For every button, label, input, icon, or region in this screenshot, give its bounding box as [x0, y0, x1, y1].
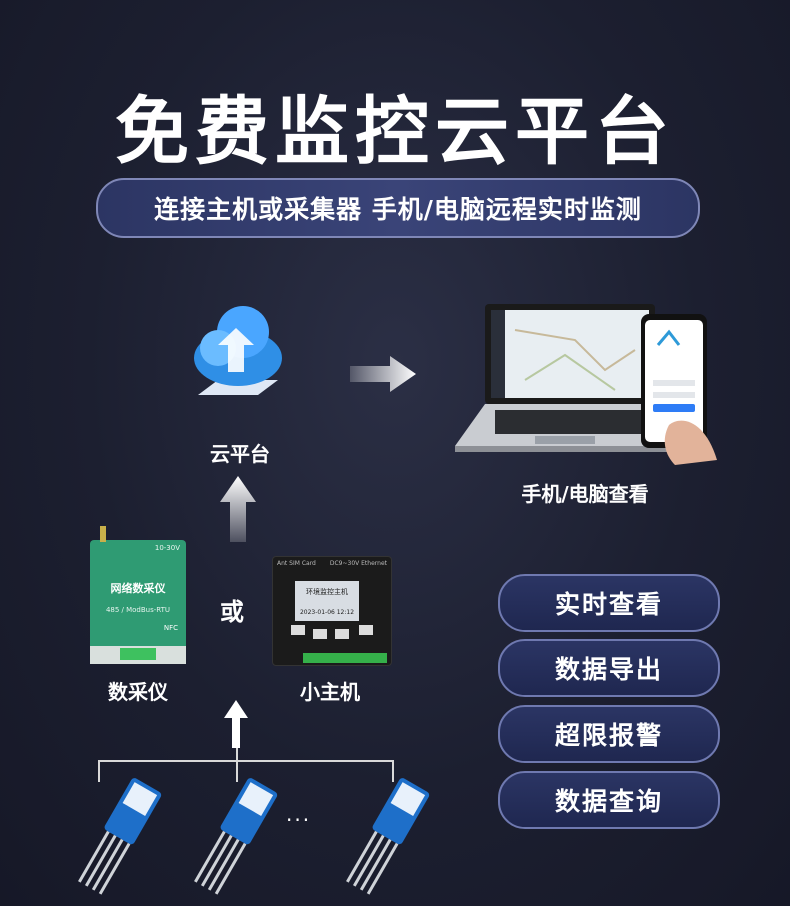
connector-drop-1 — [98, 760, 100, 782]
connector-line — [98, 760, 394, 762]
antenna — [100, 526, 106, 542]
host-key-2 — [313, 629, 327, 639]
feature-label: 数据导出 — [554, 655, 663, 684]
host-terminal — [303, 653, 387, 663]
host-key-3 — [335, 629, 349, 639]
sensor-probe-2 — [178, 768, 298, 898]
host-key-1 — [291, 625, 305, 635]
connector-drop-2 — [236, 748, 238, 782]
subtitle-banner: 连接主机或采集器 手机/电脑远程实时监测 — [96, 178, 700, 238]
cloud-icon — [188, 300, 288, 410]
nfc-text: NFC — [163, 624, 178, 632]
feature-limit-alarm: 超限报警 — [498, 705, 720, 763]
feature-realtime-view: 实时查看 — [498, 574, 720, 632]
arrow-right-icon — [350, 356, 416, 392]
collector-name: 网络数采仪 — [110, 582, 166, 595]
laptop-phone-image — [455, 300, 735, 470]
ellipsis-text: ... — [286, 802, 312, 826]
host-screen: 环境监控主机 2023-01-06 12:12 — [295, 581, 359, 621]
screen-date: 2023-01-06 12:12 — [299, 609, 355, 616]
host-device: Ant SIM Card DC9~30V Ethernet 环境监控主机 202… — [272, 556, 392, 666]
feature-label: 实时查看 — [554, 590, 663, 619]
feature-data-export: 数据导出 — [498, 639, 720, 697]
arrow-up-small-icon — [224, 700, 248, 748]
connector-drop-3 — [392, 760, 394, 782]
voltage-text: 10-30V — [154, 544, 180, 552]
collector-label: 数采仪 — [108, 680, 168, 704]
host-key-4 — [359, 625, 373, 635]
sensor-probe-1 — [62, 768, 182, 898]
feature-data-query: 数据查询 — [498, 771, 720, 829]
host-label: 小主机 — [300, 680, 360, 704]
ports-text: DC9~30V Ethernet — [329, 560, 387, 567]
or-text: 或 — [220, 598, 244, 626]
feature-label: 超限报警 — [554, 721, 663, 750]
view-label: 手机/电脑查看 — [521, 482, 649, 506]
arrow-up-icon — [220, 476, 256, 542]
ant-text: Ant SIM Card — [277, 560, 316, 567]
terminal-block — [120, 648, 156, 660]
feature-label: 数据查询 — [554, 787, 663, 816]
screen-title: 环境监控主机 — [306, 588, 348, 596]
cloud-label: 云平台 — [210, 442, 270, 466]
page-title: 免费监控云平台 — [115, 89, 675, 175]
subtitle-text: 连接主机或采集器 手机/电脑远程实时监测 — [154, 195, 642, 224]
collector-device: 10-30V 网络数采仪 485 / ModBus-RTU NFC — [90, 526, 186, 664]
protocol-text: 485 / ModBus-RTU — [105, 606, 171, 614]
sensor-probe-3 — [330, 768, 450, 898]
